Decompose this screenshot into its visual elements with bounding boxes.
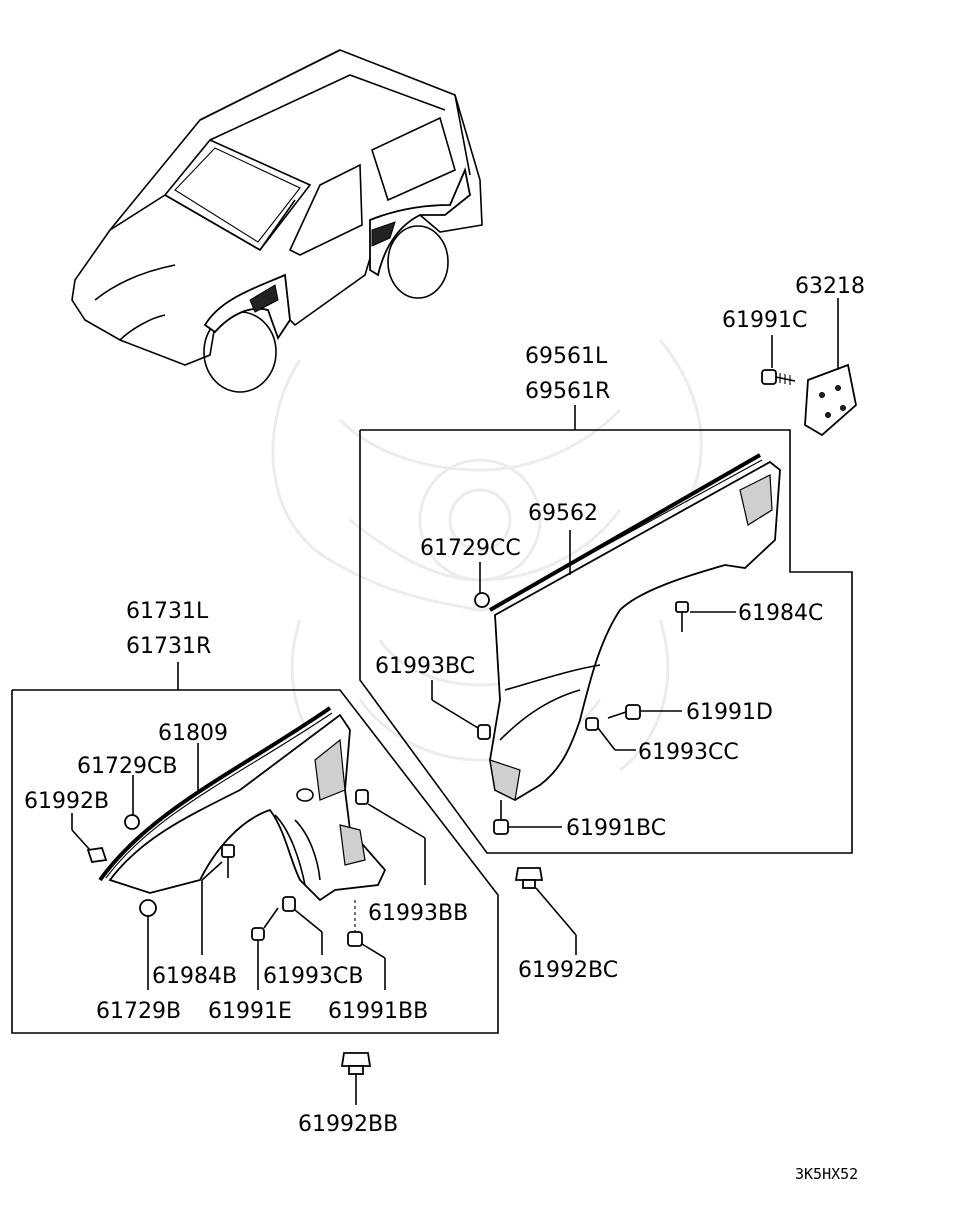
label-61731L: 61731L (126, 599, 209, 624)
label-61991D: 61991D (686, 700, 773, 725)
label-61729B: 61729B (96, 999, 181, 1024)
label-61731R: 61731R (126, 634, 211, 659)
label-61809: 61809 (158, 721, 228, 746)
bracket-63218 (804, 298, 857, 437)
label-61984C: 61984C (738, 601, 823, 626)
label-61991E: 61991E (208, 999, 292, 1024)
suv-outline-icon (71, 49, 483, 393)
label-61993CB: 61993CB (263, 964, 363, 989)
label-61992BB: 61992BB (298, 1112, 398, 1137)
label-63218: 63218 (795, 274, 865, 299)
label-69562: 69562 (528, 501, 598, 526)
clip-61992BC (514, 867, 577, 955)
label-61729CC: 61729CC (420, 536, 521, 561)
bolt-61991C (761, 335, 796, 385)
label-61991BC: 61991BC (566, 816, 666, 841)
front-fender-box (11, 662, 499, 1034)
label-69561R: 69561R (525, 379, 610, 404)
part-labels: 63218 61991C 69561L 69561R 69562 61729CC… (24, 274, 865, 1183)
label-61993BB: 61993BB (368, 901, 468, 926)
label-61993BC: 61993BC (375, 654, 475, 679)
label-61984B: 61984B (152, 964, 237, 989)
rear-fender-box (359, 405, 853, 854)
label-69561L: 69561L (525, 344, 608, 369)
label-61991C: 61991C (722, 308, 807, 333)
diagram-code: 3K5HX52 (795, 1165, 858, 1183)
label-61993CC: 61993CC (638, 740, 739, 765)
label-61992BC: 61992BC (518, 958, 618, 983)
label-61991BB: 61991BB (328, 999, 428, 1024)
label-61729CB: 61729CB (77, 754, 177, 779)
clip-61992BB (340, 1052, 372, 1105)
label-61992B: 61992B (24, 789, 109, 814)
